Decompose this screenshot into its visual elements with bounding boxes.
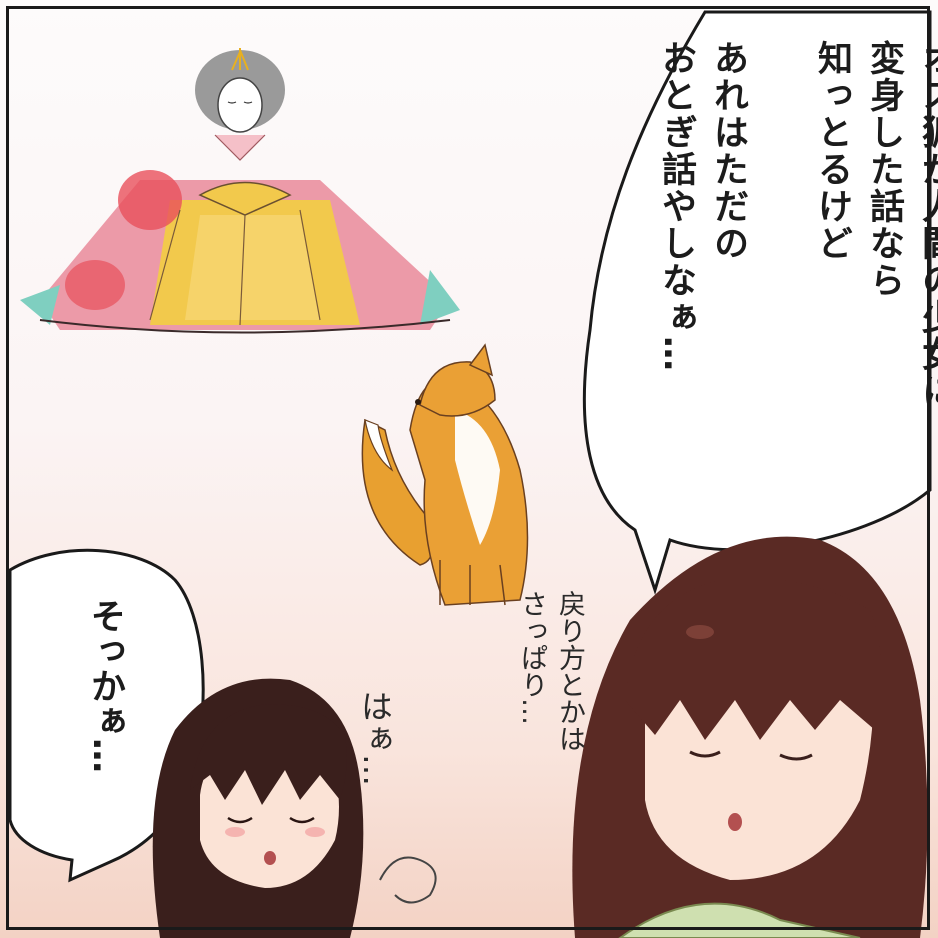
speech-main-line: おとぎ話やしなぁ…	[656, 40, 696, 373]
speech-main-line	[754, 40, 806, 520]
speech-main-line: あれはただの	[708, 40, 748, 262]
speech-main-line: 変身した話なら	[864, 40, 904, 299]
fox-illustration	[361, 343, 529, 606]
girl-left-illustration	[152, 678, 437, 938]
aside-handwritten-text: 戻り方とかは さっぱり…	[512, 590, 588, 830]
heian-lady-illustration	[20, 48, 460, 334]
speech-left-text: そっかぁ…	[85, 598, 125, 773]
speech-main-line: 知っとるけど	[812, 40, 852, 262]
aside-line: さっぱり…	[516, 590, 547, 725]
sigh-text: はぁ…	[356, 690, 394, 786]
speech-bubble-main	[582, 10, 932, 595]
speech-main-text: オス狐が人間の少女に 変身した話なら 知っとるけど あれはただの おとぎ話やしな…	[650, 40, 938, 520]
girl-right-illustration	[572, 536, 928, 938]
aside-line: 戻り方とかは	[554, 590, 585, 752]
speech-main-line: オス狐が人間の少女に	[916, 40, 938, 410]
